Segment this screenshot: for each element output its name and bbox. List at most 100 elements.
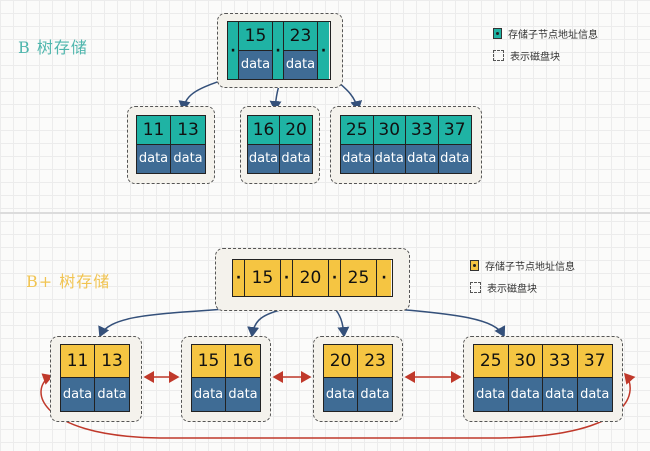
bp-leaf-key: 13 <box>95 345 129 377</box>
b-root-key: 23 <box>284 22 317 50</box>
bp-root-pointer: · <box>377 260 391 296</box>
bp-root-key: 20 <box>293 260 328 296</box>
bp-leaf-key: 20 <box>324 345 358 377</box>
bp-leaf-node: 15 data 16 data <box>191 344 261 412</box>
b-root-pointer: · <box>228 22 239 79</box>
bp-leaf-data: data <box>95 376 129 411</box>
bplus-tree-legend: 存储子节点地址信息 表示磁盘块 <box>470 254 575 298</box>
bp-leaf-key-cell: 15 data <box>192 345 227 411</box>
legend-node-label: 存储子节点地址信息 <box>485 261 575 273</box>
b-child-key-cell: 33 data <box>406 116 439 173</box>
bp-leaf-key-cell: 37 data <box>577 345 612 411</box>
bp-root-key: 25 <box>341 260 376 296</box>
bp-leaf-data: data <box>192 376 226 411</box>
legend-block-row: 表示磁盘块 <box>493 44 598 66</box>
b-child-key-cell: 16 data <box>248 116 281 173</box>
bp-arrow-4 <box>381 307 506 338</box>
b-child-key-cell: 13 data <box>171 116 205 173</box>
b-root-pointer: · <box>273 22 284 79</box>
bp-leaf-data: data <box>474 376 508 411</box>
bp-root-key-cell: 15 <box>245 260 281 296</box>
b-root-pointer: · <box>318 22 329 79</box>
legend-node-row: 存储子节点地址信息 <box>470 254 575 276</box>
bp-leaf-data: data <box>508 376 542 411</box>
bp-arrow-1 <box>98 307 241 338</box>
bp-leaf-block: 20 data 23 data <box>313 336 403 422</box>
b-child-block: 25 data 30 data 33 data 37 data <box>330 106 482 184</box>
b-child-data: data <box>137 143 171 173</box>
bp-root-pointer: · <box>281 260 293 296</box>
b-child-key: 13 <box>171 116 205 144</box>
b-child-key-cell: 25 data <box>341 116 374 173</box>
b-child-key: 16 <box>248 116 280 144</box>
bp-root-pointer: · <box>233 260 245 296</box>
legend-block-row: 表示磁盘块 <box>470 276 575 298</box>
bp-leaf-block: 15 data 16 data <box>181 336 271 422</box>
yellow-node-swatch-icon <box>470 259 479 271</box>
b-child-node: 11 data 13 data <box>136 115 206 174</box>
bp-root-key-cell: 20 <box>293 260 329 296</box>
bp-leaf-key: 11 <box>61 345 95 377</box>
b-child-node: 25 data 30 data 33 data 37 data <box>340 115 472 174</box>
b-tree-legend: 存储子节点地址信息 表示磁盘块 <box>493 22 598 66</box>
bp-leaf-data: data <box>61 376 95 411</box>
bp-root-block: · 15 · 20 · 25 · <box>215 248 410 311</box>
b-child-data: data <box>341 143 373 173</box>
b-child-block: 16 data 20 data <box>240 106 320 184</box>
bp-leaf-data: data <box>324 376 358 411</box>
b-child-key: 30 <box>373 116 405 144</box>
b-child-data: data <box>171 143 205 173</box>
bp-leaf-key-cell: 20 data <box>324 345 359 411</box>
bp-leaf-data: data <box>358 376 392 411</box>
b-child-key-cell: 30 data <box>373 116 406 173</box>
b-child-key-cell: 37 data <box>438 116 471 173</box>
bp-root-node: · 15 · 20 · 25 · <box>232 259 393 297</box>
b-root-key: 15 <box>239 22 272 50</box>
b-tree-section: B 树存储 存储子节点地址信息 表示磁盘块 · 15 data · <box>0 0 650 213</box>
b-child-data: data <box>248 143 280 173</box>
b-child-key-cell: 11 data <box>137 116 172 173</box>
b-root-key-cell: 23 data <box>284 22 318 79</box>
bp-root-key-cell: 25 <box>341 260 377 296</box>
dashed-block-swatch-icon <box>470 281 481 293</box>
bp-leaf-key-cell: 11 data <box>61 345 96 411</box>
b-child-key: 33 <box>406 116 438 144</box>
b-child-data: data <box>406 143 438 173</box>
b-child-block: 11 data 13 data <box>127 106 215 184</box>
b-child-key: 20 <box>280 116 312 144</box>
bp-leaf-key-cell: 16 data <box>226 345 260 411</box>
b-root-block: · 15 data · 23 data · <box>217 13 343 88</box>
bp-leaf-block: 25 data 30 data 33 data 37 data <box>463 336 623 422</box>
teal-node-swatch-icon <box>493 27 502 39</box>
bp-root-key: 15 <box>245 260 280 296</box>
b-child-key: 11 <box>137 116 171 144</box>
bp-leaf-key: 37 <box>577 345 612 377</box>
bplus-tree-section: B+ 树存储 存储子节点地址信息 表示磁盘块 <box>0 214 650 451</box>
bp-leaf-key: 33 <box>543 345 577 377</box>
bp-leaf-data: data <box>543 376 577 411</box>
bp-leaf-key: 15 <box>192 345 226 377</box>
b-child-data: data <box>280 143 312 173</box>
legend-node-row: 存储子节点地址信息 <box>493 22 598 44</box>
bp-leaf-key: 25 <box>474 345 508 377</box>
bp-leaf-key-cell: 30 data <box>508 345 543 411</box>
bp-leaf-key-cell: 23 data <box>358 345 392 411</box>
b-root-data: data <box>284 49 317 79</box>
b-root-data: data <box>239 49 272 79</box>
b-root-key-cell: 15 data <box>239 22 273 79</box>
bp-leaf-key-cell: 33 data <box>543 345 578 411</box>
bp-root-pointer: · <box>329 260 341 296</box>
dashed-block-swatch-icon <box>493 49 504 61</box>
bp-leaf-block: 11 data 13 data <box>50 336 142 422</box>
section-divider <box>0 212 650 214</box>
b-child-key: 37 <box>438 116 471 144</box>
bp-leaf-key-cell: 13 data <box>95 345 129 411</box>
b-child-data: data <box>438 143 471 173</box>
bp-arrow-3 <box>333 307 350 338</box>
legend-block-label: 表示磁盘块 <box>487 283 537 295</box>
b-child-data: data <box>373 143 405 173</box>
b-tree-title: B 树存储 <box>18 38 88 57</box>
b-child-node: 16 data 20 data <box>247 115 313 174</box>
bp-leaf-data: data <box>577 376 612 411</box>
bp-arrow-2 <box>247 307 289 338</box>
